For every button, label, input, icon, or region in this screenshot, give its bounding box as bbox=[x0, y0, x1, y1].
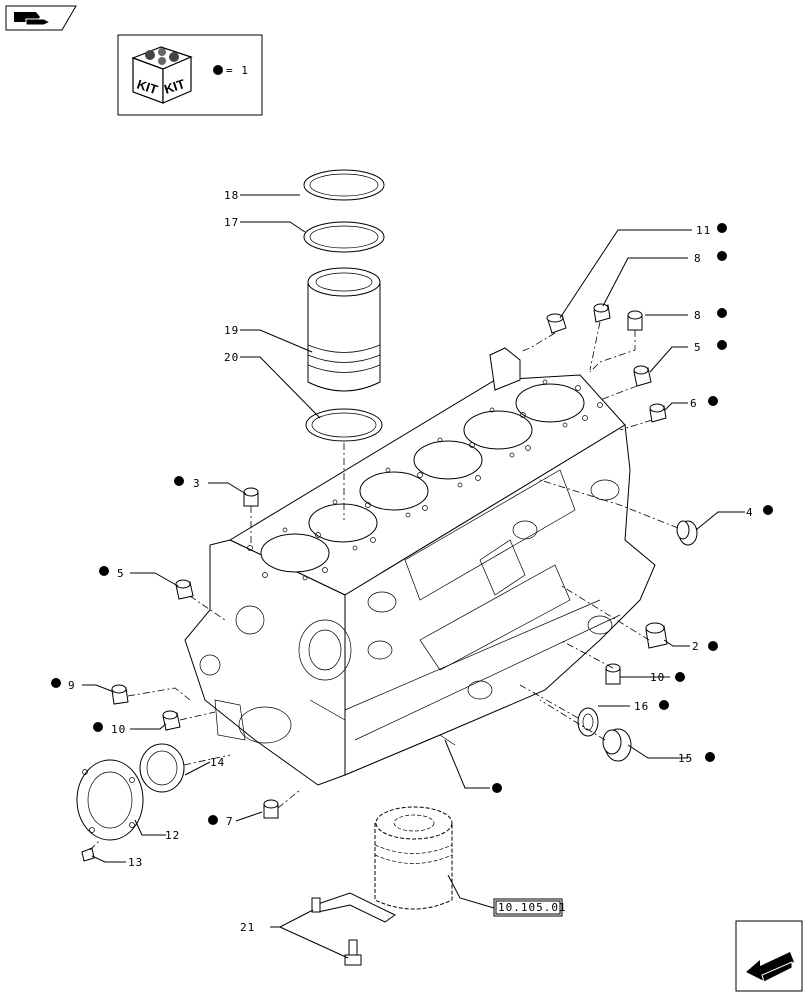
seal-14 bbox=[139, 743, 185, 793]
callout-12[interactable]: 12 bbox=[165, 829, 180, 842]
callout-9[interactable]: 9 bbox=[68, 679, 76, 692]
washer-16 bbox=[577, 707, 599, 737]
kit-equals-text: = 1 bbox=[226, 64, 249, 77]
callout-8-mid[interactable]: 8 bbox=[694, 309, 702, 322]
kit-dot-8-mid bbox=[717, 308, 727, 318]
plug-8a bbox=[593, 303, 611, 323]
kit-dot-2 bbox=[708, 641, 718, 651]
kit-dot-16 bbox=[659, 700, 669, 710]
callout-16[interactable]: 16 bbox=[634, 700, 649, 713]
seal-ring-17 bbox=[303, 221, 385, 253]
plug-2 bbox=[645, 622, 668, 649]
plug-15 bbox=[602, 728, 632, 762]
leader-lines bbox=[82, 194, 745, 959]
callout-7[interactable]: 7 bbox=[226, 815, 234, 828]
kit-dot-9 bbox=[51, 678, 61, 688]
cover-12 bbox=[76, 759, 144, 841]
nav-arrow-icon[interactable] bbox=[735, 920, 803, 992]
callout-11[interactable]: 11 bbox=[696, 224, 711, 237]
cylinder-liner-19 bbox=[307, 267, 381, 392]
plug-3 bbox=[243, 487, 259, 507]
kit-label-left: KIT bbox=[135, 77, 160, 98]
kit-dot-11 bbox=[717, 223, 727, 233]
kit-dot-3 bbox=[174, 476, 184, 486]
plug-5b bbox=[175, 579, 194, 600]
reference-box[interactable]: 10.105.01 bbox=[493, 898, 567, 917]
plug-10b bbox=[162, 710, 181, 731]
seal-ring-18 bbox=[303, 169, 385, 201]
kit-legend: KIT KIT = 1 bbox=[117, 34, 263, 116]
screw-13 bbox=[81, 847, 95, 862]
callout-21[interactable]: 21 bbox=[240, 921, 255, 934]
plug-7 bbox=[263, 799, 279, 819]
plug-8b bbox=[627, 310, 643, 331]
callout-19[interactable]: 19 bbox=[224, 324, 239, 337]
callout-17[interactable]: 17 bbox=[224, 216, 239, 229]
nav-tab-icon[interactable] bbox=[5, 5, 77, 31]
kit-dot-5-left bbox=[99, 566, 109, 576]
cylinder-liner-stack bbox=[303, 169, 385, 520]
plug-10a bbox=[605, 663, 621, 685]
kit-label-right: KIT bbox=[162, 76, 187, 97]
plug-4 bbox=[676, 520, 698, 546]
kit-dot-5-right bbox=[717, 340, 727, 350]
oil-jet-21 bbox=[311, 892, 396, 966]
kit-dot-10-right bbox=[675, 672, 685, 682]
seal-ring-20 bbox=[305, 408, 383, 442]
kit-dot-8-top bbox=[717, 251, 727, 261]
callout-2[interactable]: 2 bbox=[692, 640, 700, 653]
kit-dot-10-left bbox=[93, 722, 103, 732]
callout-3[interactable]: 3 bbox=[193, 477, 201, 490]
callout-labels: 18 17 19 20 11 8 8 5 6 4 3 5 2 10 9 10 1… bbox=[68, 189, 754, 934]
kit-dot-6 bbox=[708, 396, 718, 406]
callout-15[interactable]: 15 bbox=[678, 752, 693, 765]
callout-10-left[interactable]: 10 bbox=[111, 723, 126, 736]
kit-dot-15 bbox=[705, 752, 715, 762]
reference-box-text[interactable]: 10.105.01 bbox=[498, 901, 567, 914]
kit-dot-4 bbox=[763, 505, 773, 515]
callout-10-right[interactable]: 10 bbox=[650, 671, 665, 684]
assembly-lines bbox=[89, 321, 679, 851]
callout-5-right[interactable]: 5 bbox=[694, 341, 702, 354]
kit-dots bbox=[51, 223, 773, 825]
kit-dot-block bbox=[492, 783, 502, 793]
kit-dot-7 bbox=[208, 815, 218, 825]
plug-5a bbox=[633, 365, 652, 387]
callout-18[interactable]: 18 bbox=[224, 189, 239, 202]
piston bbox=[374, 806, 453, 910]
kit-box-icon: KIT KIT bbox=[131, 46, 193, 104]
plug-6 bbox=[649, 403, 667, 423]
callout-4[interactable]: 4 bbox=[746, 506, 754, 519]
callout-14[interactable]: 14 bbox=[210, 756, 225, 769]
engine-block bbox=[184, 347, 656, 786]
plug-11 bbox=[546, 313, 567, 334]
callout-13[interactable]: 13 bbox=[128, 856, 143, 869]
callout-5-left[interactable]: 5 bbox=[117, 567, 125, 580]
callout-8-top[interactable]: 8 bbox=[694, 252, 702, 265]
callout-20[interactable]: 20 bbox=[224, 351, 239, 364]
plug-9 bbox=[111, 684, 129, 705]
callout-6[interactable]: 6 bbox=[690, 397, 698, 410]
kit-dot-icon bbox=[213, 65, 223, 75]
